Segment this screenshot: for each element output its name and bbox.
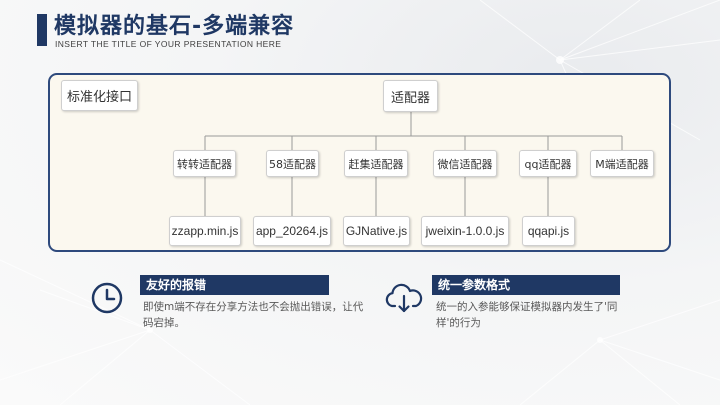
page-title: 模拟器的基石-多端兼容	[54, 14, 295, 39]
cloud-download-icon	[385, 283, 423, 313]
title-accent-bar	[37, 14, 47, 46]
feature-title-unified-params: 统一参数格式	[432, 275, 620, 295]
page-subtitle: INSERT THE TITLE OF YOUR PRESENTATION HE…	[55, 39, 282, 49]
adapter-node-m: M端适配器	[590, 150, 654, 177]
clock-icon	[91, 282, 123, 314]
standard-interface-node: 标准化接口	[61, 80, 138, 111]
adapter-node-zhuanzhuan: 转转适配器	[173, 150, 236, 177]
adapter-node-58: 58适配器	[266, 150, 319, 177]
feature-title-friendly-error: 友好的报错	[140, 275, 329, 295]
adapter-node-ganji: 赶集适配器	[344, 150, 408, 177]
file-node-58: app_20264.js	[253, 216, 331, 246]
adapter-root-node: 适配器	[383, 80, 438, 112]
adapter-node-weixin: 微信适配器	[433, 150, 497, 177]
feature-desc-friendly-error: 即使m端不存在分享方法也不会抛出错误，让代码宕掉。	[143, 301, 364, 329]
file-node-qq: qqapi.js	[522, 216, 575, 246]
feature-desc-unified-params: 统一的入参能够保证模拟器内发生了'同样'的行为	[436, 301, 618, 329]
file-node-zhuanzhuan: zzapp.min.js	[169, 216, 241, 246]
adapter-node-qq: qq适配器	[519, 150, 577, 177]
file-node-weixin: jweixin-1.0.0.js	[421, 216, 509, 246]
file-node-ganji: GJNative.js	[343, 216, 410, 246]
